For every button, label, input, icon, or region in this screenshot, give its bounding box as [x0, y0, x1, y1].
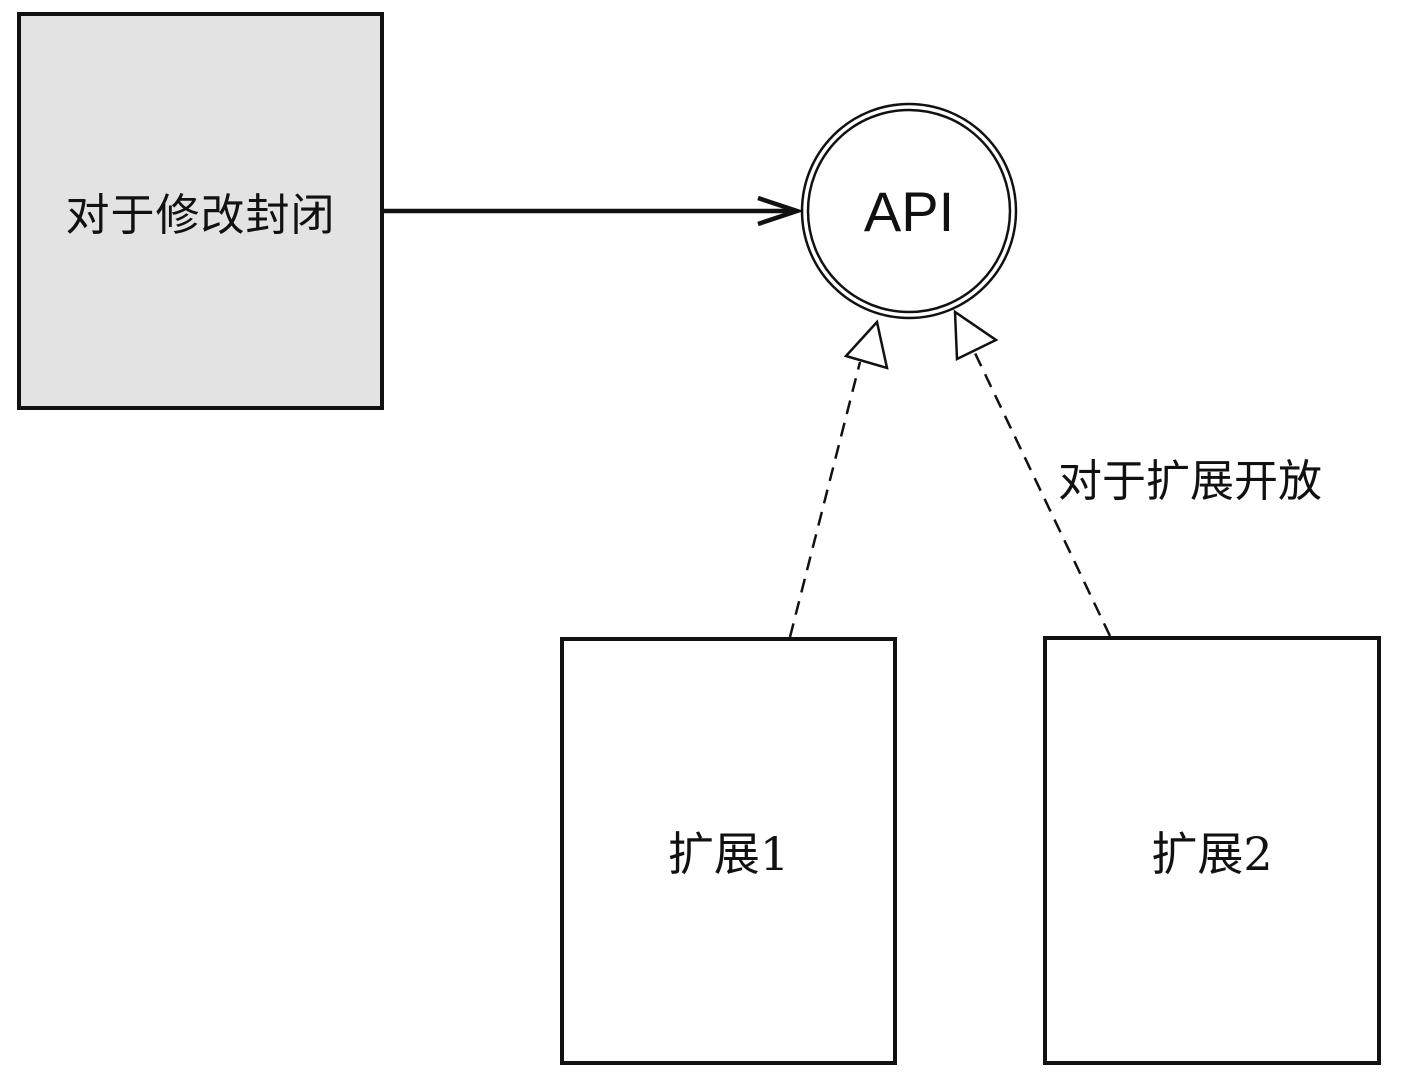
api-circle-outline	[800, 102, 1018, 320]
open-for-extension-label: 对于扩展开放	[1058, 456, 1322, 507]
closed-for-modification-label: 对于修改封闭	[65, 190, 336, 241]
extension-2-box: 扩展2	[1043, 636, 1381, 1065]
extension-1-label: 扩展1	[667, 827, 790, 881]
closed-for-modification-box: 对于修改封闭	[17, 12, 384, 410]
dependency-arrow	[384, 195, 805, 227]
realization-arrow-1	[788, 319, 889, 638]
api-label: API	[863, 179, 955, 243]
realization-arrow-2	[953, 309, 1112, 637]
extension-1-box: 扩展1	[560, 637, 897, 1065]
api-node: API	[801, 103, 1017, 319]
extension-2-label: 扩展2	[1151, 826, 1273, 881]
